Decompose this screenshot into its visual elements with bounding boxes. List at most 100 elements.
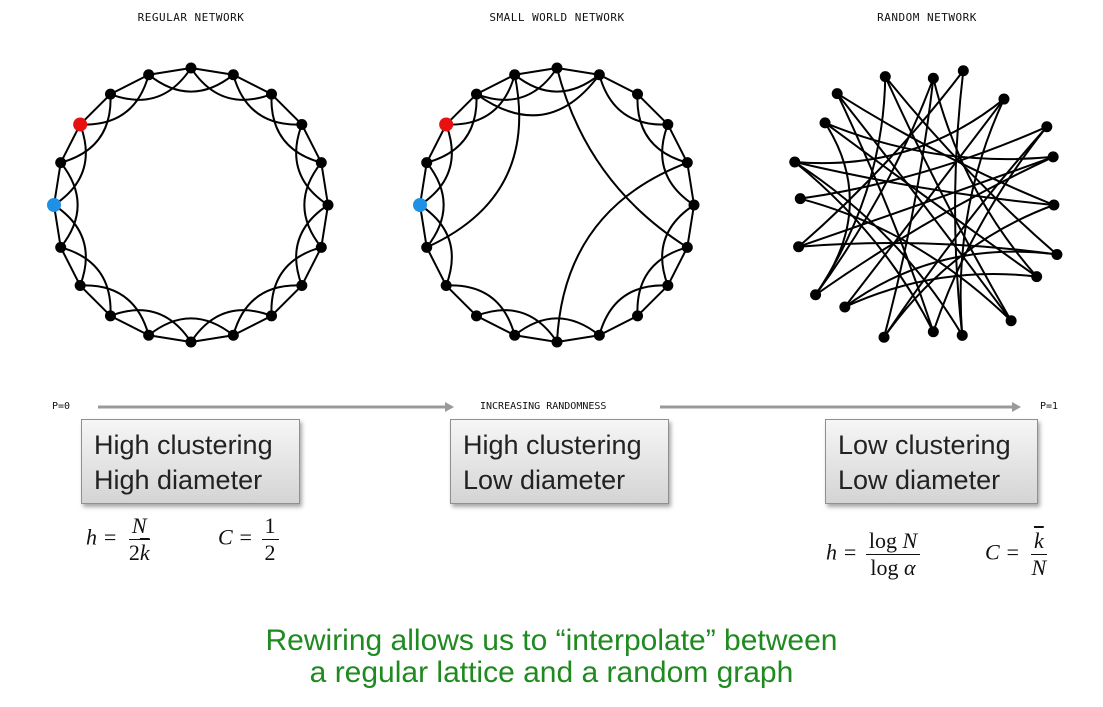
formula-regular-h-den-var: k — [139, 540, 150, 565]
lattice-edge — [425, 162, 445, 248]
regular-clustering-text: High clustering — [94, 430, 273, 460]
formula-random-h-num-var: N — [902, 528, 918, 553]
axis-label-increasing-randomness: INCREASING RANDOMNESS — [480, 401, 607, 412]
network-node — [810, 289, 822, 301]
lattice-edge — [419, 124, 453, 206]
formula-regular-h-fraction: N 2k — [126, 515, 153, 564]
lattice-edge — [419, 204, 453, 286]
network-node — [74, 280, 86, 292]
network-node — [681, 157, 693, 169]
formula-regular-h-lhs: h = — [86, 524, 118, 550]
network-node — [266, 310, 278, 322]
network-node — [632, 88, 644, 100]
highlight-node-blue — [47, 198, 61, 212]
lattice-edge — [426, 94, 478, 164]
lattice-edge — [636, 94, 688, 164]
lattice-edge — [110, 309, 192, 343]
network-node — [421, 157, 433, 169]
random-edge — [794, 98, 1005, 165]
network-node — [509, 69, 521, 81]
random-edge — [815, 156, 1054, 296]
formula-regular-h: h = N 2k — [86, 515, 153, 564]
network-node — [551, 62, 563, 74]
lattice-edge — [661, 124, 695, 206]
network-node — [421, 241, 433, 253]
highlight-node-blue — [413, 198, 427, 212]
formula-regular-c-lhs: C = — [218, 524, 254, 550]
random-diameter-text: Low diameter — [838, 465, 1001, 495]
lattice-edge — [476, 67, 558, 101]
lattice-edge — [295, 124, 329, 206]
ring-edge — [79, 284, 112, 317]
formula-random-h-lhs: h = — [826, 539, 858, 565]
network-node — [227, 69, 239, 81]
caption-line-1: Rewiring allows us to “interpolate” betw… — [265, 624, 838, 657]
network-node — [470, 88, 482, 100]
network-node — [322, 199, 334, 211]
network-node — [1005, 315, 1017, 327]
network-node — [632, 310, 644, 322]
random-edge — [884, 75, 1058, 256]
formula-regular-h-numerator: N — [128, 515, 150, 540]
random-edge — [814, 77, 935, 296]
formula-random-h: h = log N log α — [826, 528, 921, 580]
lattice-edge — [636, 246, 688, 316]
formula-random-c-denominator: N — [1031, 555, 1047, 580]
formula-regular-h-den-coef: 2 — [128, 540, 140, 565]
formula-regular-c-numerator: 1 — [261, 515, 279, 540]
network-node — [789, 156, 801, 168]
ring-edge — [514, 67, 558, 76]
ring-edge — [320, 162, 329, 206]
random-edge — [959, 98, 1005, 336]
regular-network-title: REGULAR NETWORK — [137, 11, 245, 24]
network-diagrams — [47, 62, 1063, 412]
network-node — [55, 241, 67, 253]
lattice-edge — [148, 73, 234, 93]
ring-edge — [556, 334, 600, 343]
small-world-diameter-text: Low diameter — [463, 465, 626, 495]
randomness-axis — [98, 402, 1021, 412]
network-node — [998, 93, 1010, 105]
formula-random-c-lhs: C = — [985, 539, 1021, 565]
random-edge — [932, 78, 1038, 278]
formula-regular-c: C = 1 2 — [218, 515, 279, 564]
small-world-properties-box: High clustering Low diameter — [450, 419, 669, 504]
network-node — [1047, 151, 1059, 163]
regular-properties-box: High clustering High diameter — [81, 419, 300, 504]
network-node — [794, 193, 806, 205]
lattice-edge — [232, 74, 302, 126]
network-node — [831, 88, 843, 100]
formula-random-h-den-fn: log — [870, 555, 899, 580]
ring-edge — [270, 93, 303, 126]
caption: Rewiring allows us to “interpolate” betw… — [0, 625, 1103, 689]
lattice-edge — [303, 162, 323, 248]
network-node — [55, 157, 67, 169]
regular-diameter-text: High diameter — [94, 465, 263, 495]
random-edge — [794, 161, 964, 336]
axis-label-p1: P=1 — [1040, 401, 1059, 412]
formula-random-c-fraction: k N — [1029, 530, 1050, 579]
rewired-edge — [556, 67, 688, 249]
random-network-graph — [789, 65, 1063, 343]
network-node — [1031, 271, 1043, 283]
lattice-edge — [190, 67, 272, 101]
network-node — [593, 329, 605, 341]
network-node — [509, 329, 521, 341]
lattice-edge — [80, 284, 150, 336]
network-node — [104, 88, 116, 100]
ring-edge — [425, 246, 448, 286]
lattice-edge — [190, 309, 272, 343]
random-edge — [954, 70, 965, 336]
random-edge — [844, 273, 1037, 308]
rewired-edge — [556, 161, 688, 343]
rewired-edge — [475, 74, 601, 117]
lattice-edge — [60, 246, 112, 316]
lattice-edge — [60, 94, 112, 164]
random-clustering-text: Low clustering — [838, 430, 1011, 460]
rewired-edge — [426, 74, 521, 249]
highlight-node-red — [439, 117, 454, 132]
random-network-title: RANDOM NETWORK — [877, 11, 977, 24]
random-edge — [814, 122, 851, 296]
random-edge — [800, 125, 1048, 200]
formula-regular-c-denominator: 2 — [264, 540, 276, 565]
